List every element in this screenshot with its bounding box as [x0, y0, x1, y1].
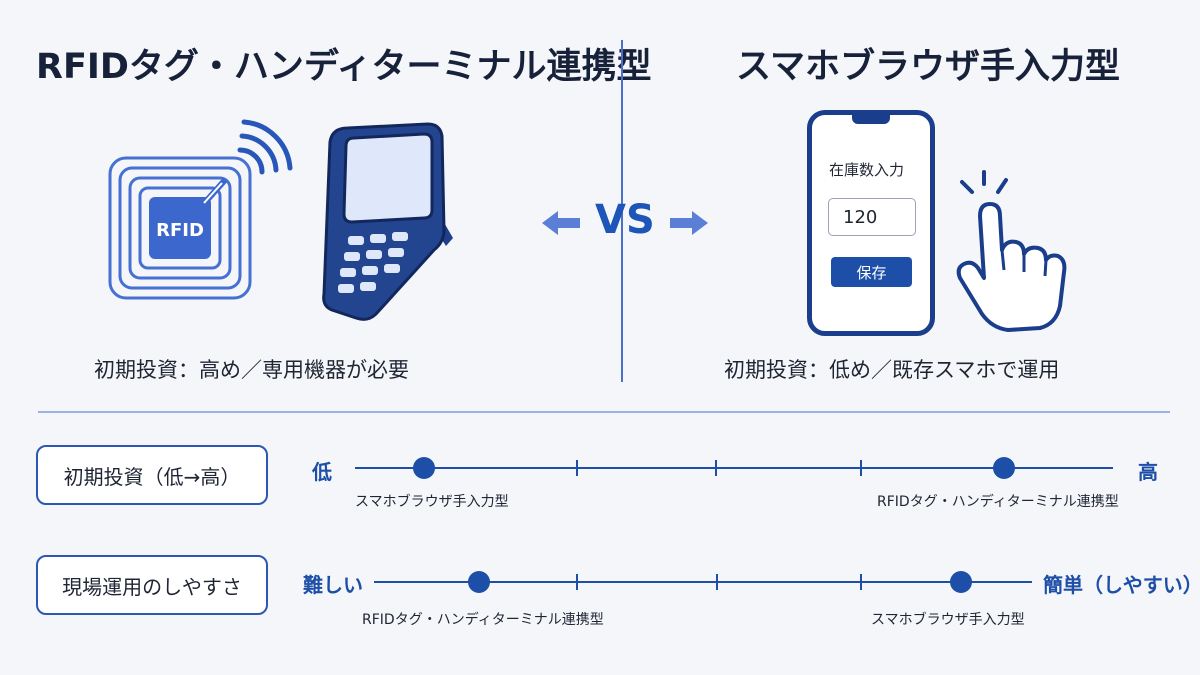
scale-item-left: RFIDタグ・ハンディターミナル連携型	[362, 612, 604, 628]
operational-ease-scale-label: 現場運用のしやすさ	[36, 555, 268, 615]
rfid-tag-label: RFID	[156, 220, 204, 241]
handheld-terminal-icon	[322, 122, 453, 321]
smartphone-section-title: スマホブラウザ手入力型	[736, 47, 1120, 87]
scale-low-label: 低	[312, 460, 332, 484]
vs-label: VS	[595, 197, 655, 243]
scale-item-left: スマホブラウザ手入力型	[355, 494, 509, 510]
initial-investment-scale-label: 初期投資（低→高）	[36, 445, 268, 505]
scale-high-label: 簡単（しやすい）	[1043, 573, 1200, 597]
operational-ease-scale	[374, 571, 1032, 593]
tap-hand-icon	[956, 170, 1067, 332]
rfid-tag-icon	[108, 119, 293, 300]
double-arrow-icon	[542, 211, 708, 235]
phone-notch	[852, 115, 890, 124]
smartphone-cost-caption: 初期投資：低め／既存スマホで運用	[724, 358, 1060, 382]
smartphone-ease-marker	[950, 571, 972, 593]
stock-count-input[interactable]: 120	[828, 198, 916, 236]
scale-item-right: スマホブラウザ手入力型	[871, 612, 1025, 628]
rfid-section-title: RFIDタグ・ハンディターミナル連携型	[36, 47, 652, 87]
rfid-cost-caption: 初期投資：高め／専用機器が必要	[94, 358, 409, 382]
rfid-investment-marker	[993, 457, 1015, 479]
horizontal-divider	[38, 411, 1170, 413]
scale-low-label: 難しい	[303, 573, 363, 597]
save-button[interactable]: 保存	[831, 257, 912, 287]
scale-high-label: 高	[1138, 460, 1158, 484]
rfid-ease-marker	[468, 571, 490, 593]
scale-item-right: RFIDタグ・ハンディターミナル連携型	[877, 494, 1119, 510]
initial-investment-scale	[355, 457, 1113, 479]
smartphone-investment-marker	[413, 457, 435, 479]
stock-count-label: 在庫数入力	[829, 161, 905, 179]
vertical-divider	[621, 40, 623, 382]
